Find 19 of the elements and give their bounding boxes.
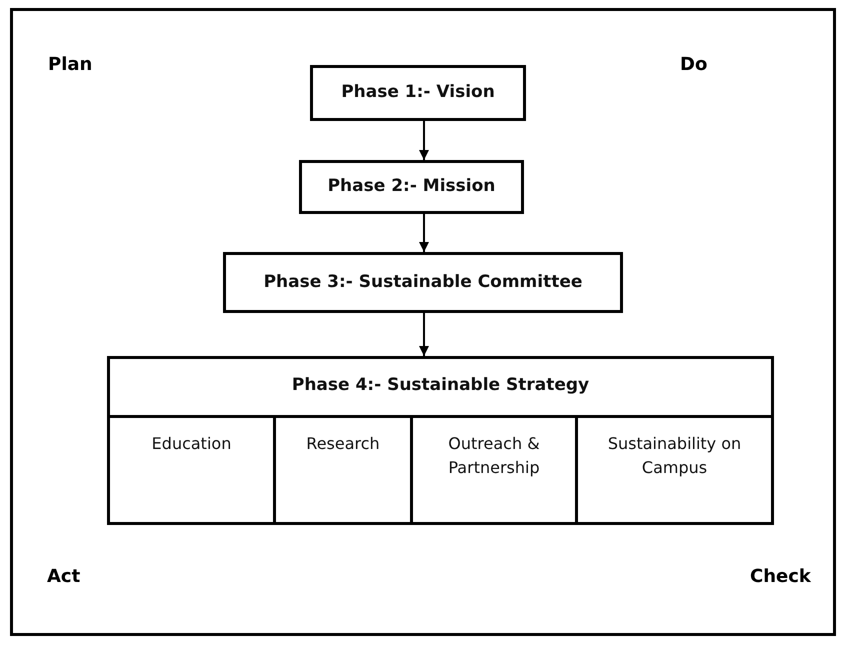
cell-text: Education xyxy=(150,433,232,455)
pdca-label: Act xyxy=(47,566,80,587)
phase-title: Phase 2:- Mission xyxy=(326,176,496,196)
arrow xyxy=(419,214,429,252)
phase-box xyxy=(299,160,524,214)
arrow xyxy=(419,121,429,160)
cell-text: Sustainability on Campus xyxy=(606,433,742,479)
pdca-label: Check xyxy=(750,566,811,587)
phase-box xyxy=(310,65,526,121)
pdca-label: Plan xyxy=(48,54,92,75)
phase-box xyxy=(223,252,623,313)
pdca-label: Do xyxy=(680,54,708,75)
phase-title: Phase 3:- Sustainable Committee xyxy=(262,272,584,292)
cell-text: Outreach & Partnership xyxy=(447,433,541,479)
arrow xyxy=(419,313,429,356)
strategy-table xyxy=(107,356,774,525)
phase-title: Phase 4:- Sustainable Strategy xyxy=(290,375,590,395)
phase-title: Phase 1:- Vision xyxy=(340,82,496,102)
cell-text: Research xyxy=(305,433,381,455)
